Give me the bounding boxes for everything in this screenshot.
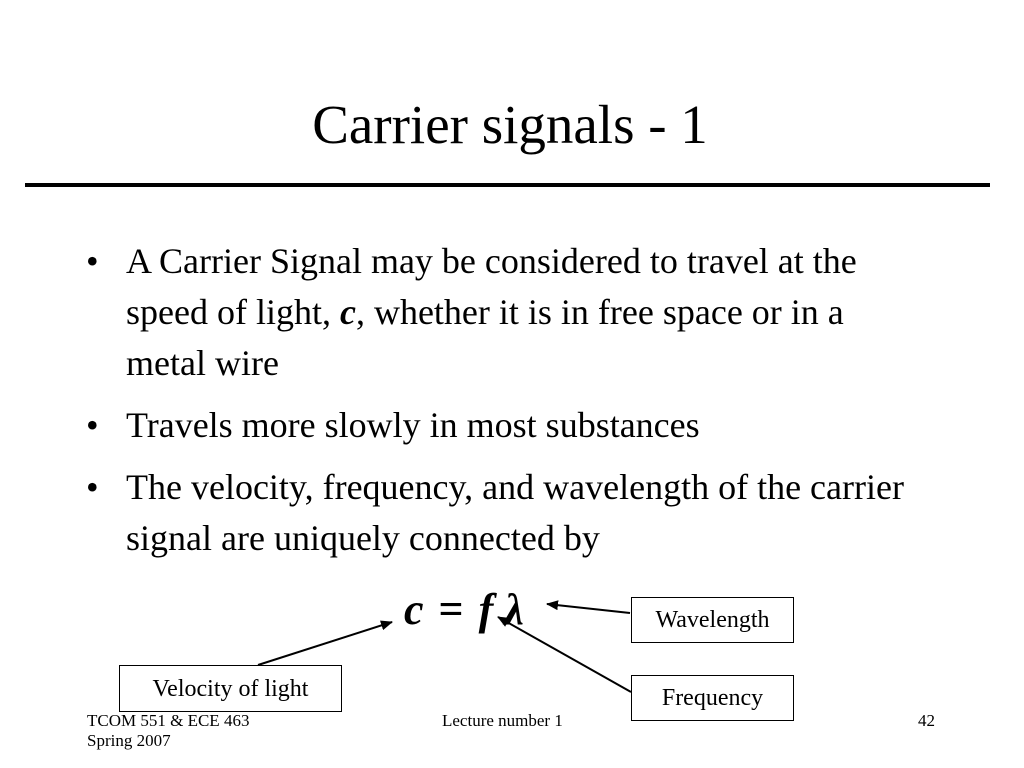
footer-course-info: TCOM 551 & ECE 463 Spring 2007 (87, 711, 249, 751)
equation-equals: = (438, 585, 464, 634)
bullet-item-2: • Travels more slowly in most substances (0, 400, 926, 451)
bullet-text: Travels more slowly in most substances (126, 405, 700, 445)
bullet-icon: • (86, 467, 99, 507)
speed-of-light-symbol: c (339, 292, 356, 332)
wave-equation: c = f λ (404, 588, 524, 632)
bullet-list: • A Carrier Signal may be considered to … (0, 236, 1024, 575)
footer-course: TCOM 551 & ECE 463 (87, 711, 250, 730)
bullet-icon: • (86, 405, 99, 445)
equation-wavelength: λ (504, 585, 524, 634)
velocity-label: Velocity of light (152, 675, 309, 702)
velocity-label-box: Velocity of light (119, 665, 342, 712)
wavelength-label-box: Wavelength (631, 597, 794, 643)
velocity-arrow (257, 620, 393, 666)
bullet-text: A Carrier Signal may be considered to tr… (126, 241, 857, 332)
bullet-item-3: • The velocity, frequency, and wavelengt… (0, 462, 926, 564)
bullet-text-continued: , whether it is in free space or in a me… (126, 292, 844, 383)
frequency-label: Frequency (661, 685, 764, 711)
footer-lecture: Lecture number 1 (442, 711, 563, 730)
bullet-text: The velocity, frequency, and wavelength … (126, 467, 904, 558)
equation-velocity: c (404, 585, 424, 634)
frequency-label-box: Frequency (631, 675, 794, 721)
bullet-item-1: • A Carrier Signal may be considered to … (0, 236, 926, 389)
equation-frequency: f (478, 585, 494, 634)
wavelength-label: Wavelength (655, 607, 770, 633)
bullet-icon: • (86, 241, 99, 281)
wavelength-arrow (546, 600, 631, 614)
footer-term: Spring 2007 (87, 731, 171, 750)
footer-page-number: 42 (918, 711, 935, 730)
slide-title: Carrier signals - 1 (312, 94, 708, 155)
title-divider (25, 183, 990, 187)
